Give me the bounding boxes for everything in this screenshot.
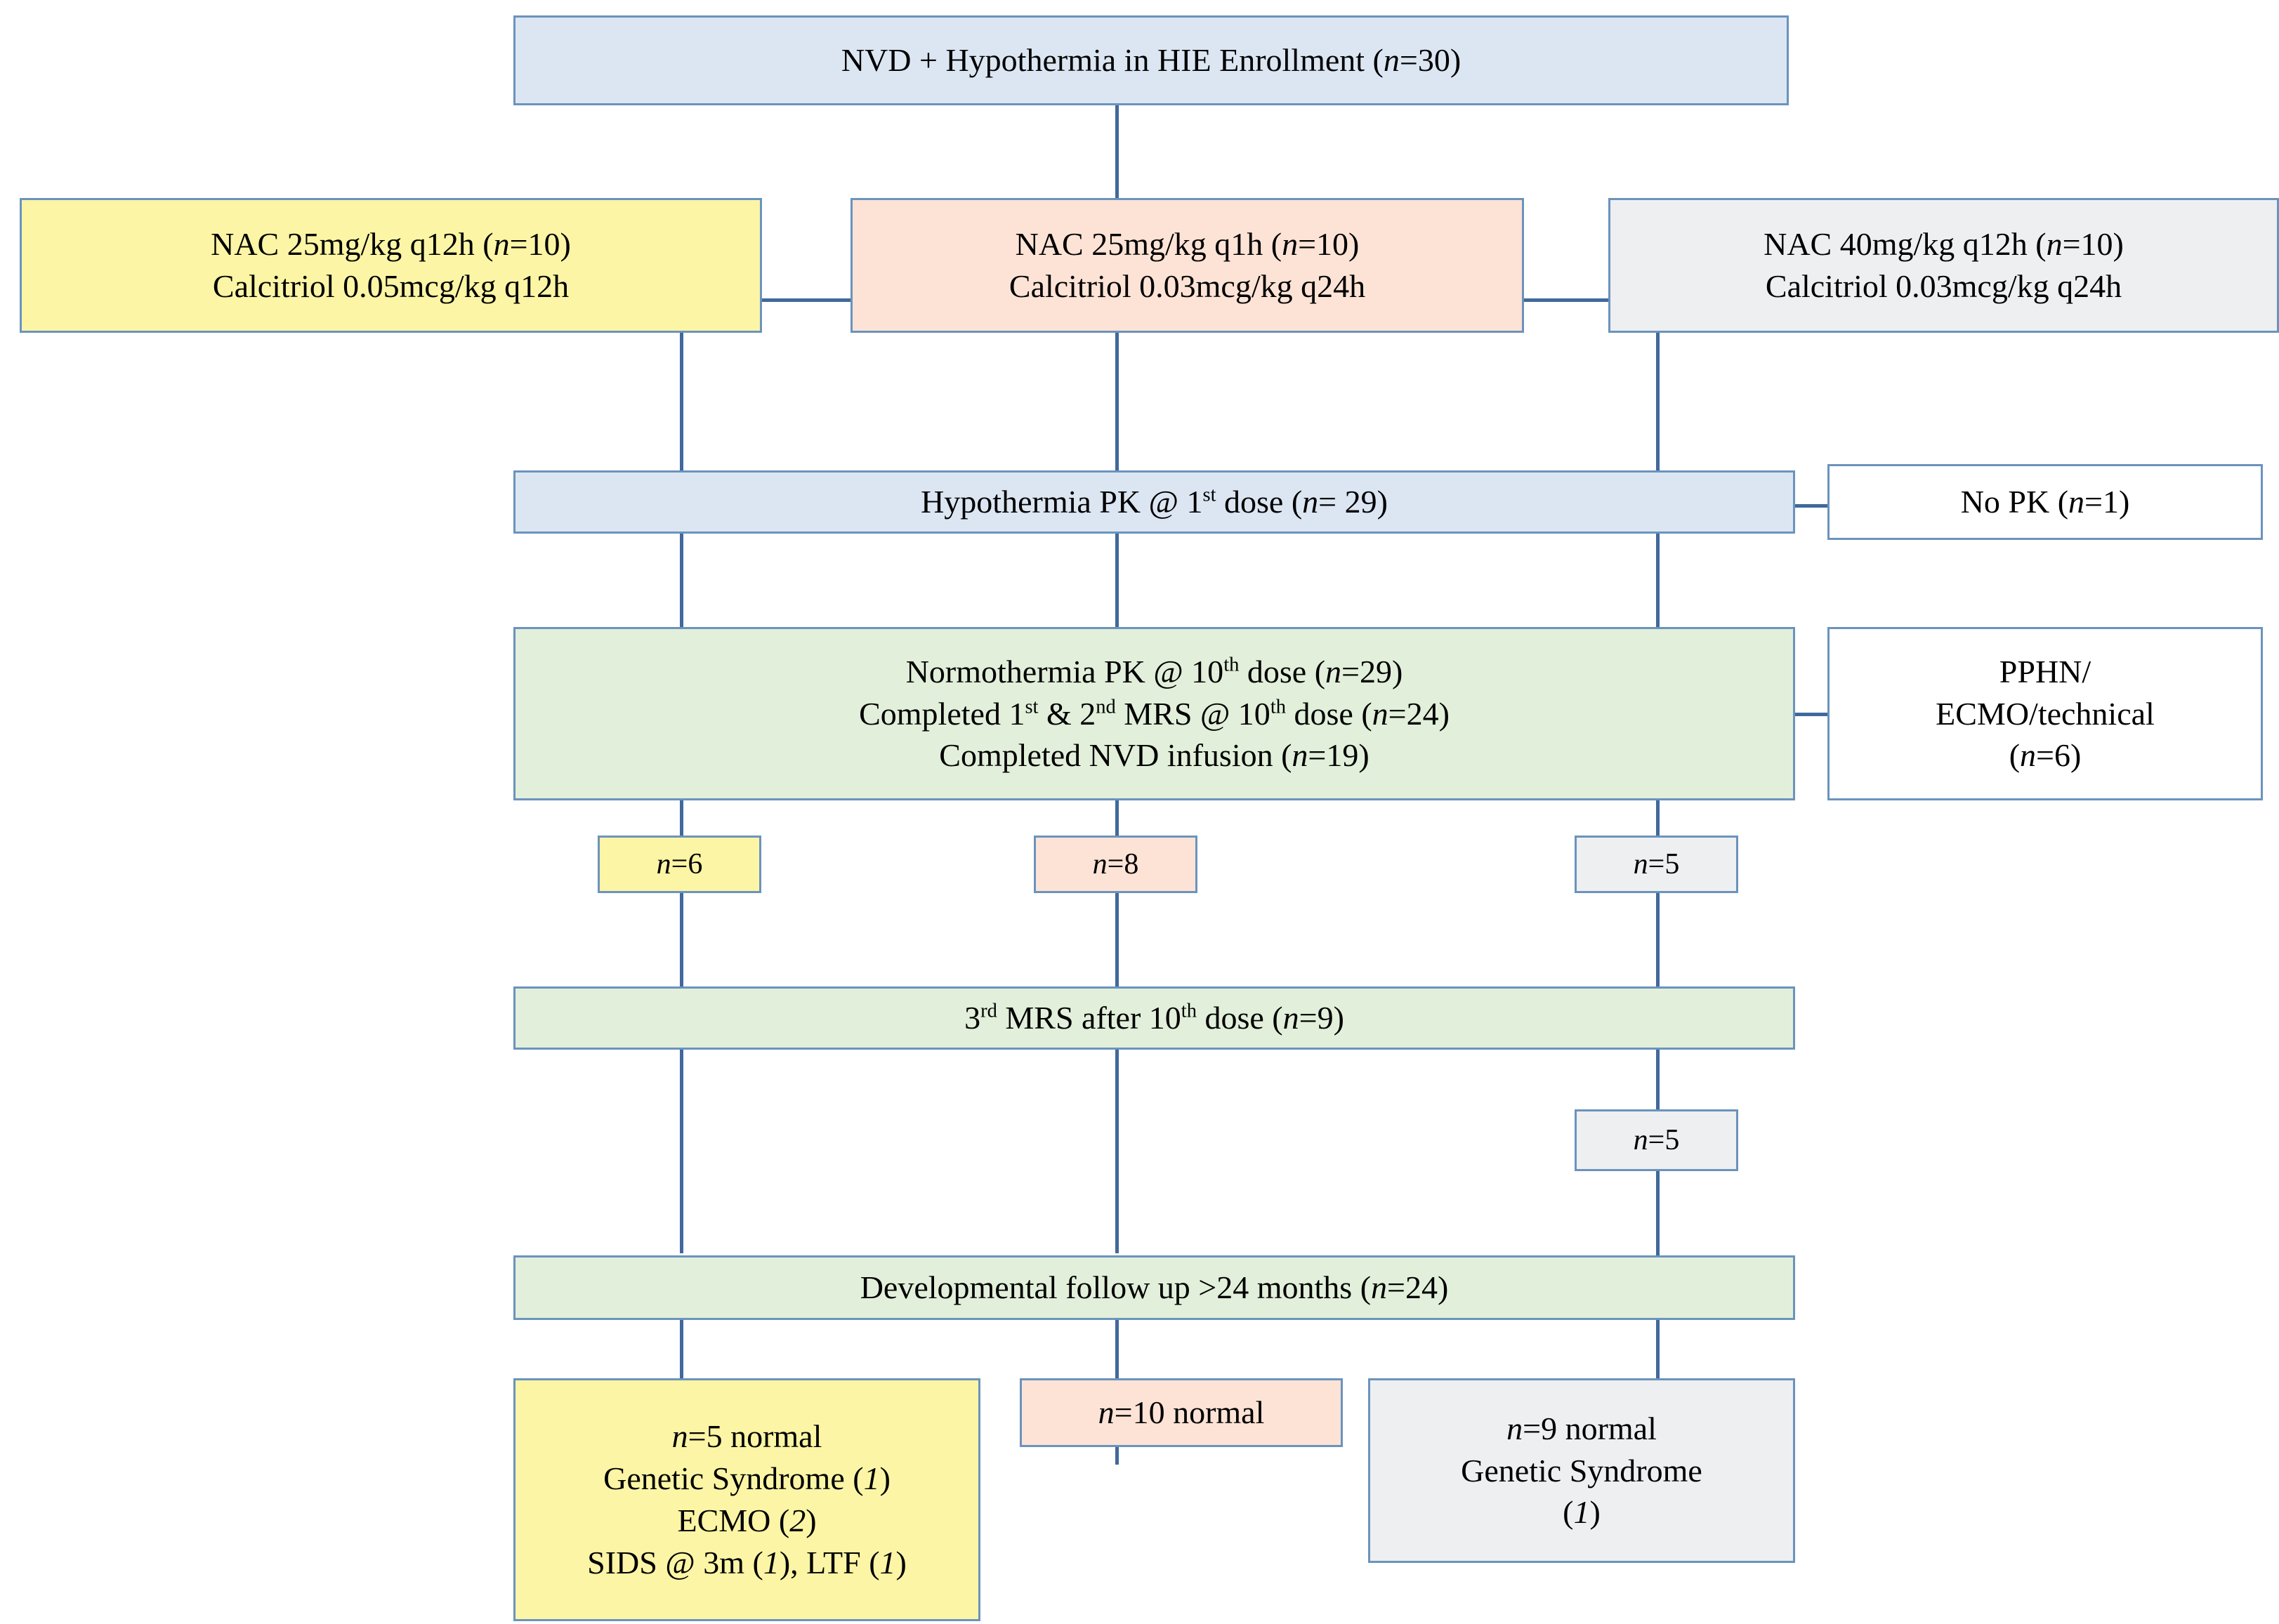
node-no-pk[interactable]: No PK (n=1) [1827,464,2263,540]
connector-yellow-arm-down [680,333,683,470]
node-followup-line1: Developmental follow up >24 months (n=24… [860,1269,1449,1306]
connector-gray-arm-down [1656,333,1660,470]
node-enrollment[interactable]: NVD + Hypothermia in HIE Enrollment (n=3… [513,15,1789,105]
connector-hpk-to-npk-left [680,534,683,627]
node-normothermia-pk[interactable]: Normothermia PK @ 10th dose (n=29) Compl… [513,627,1795,800]
node-outcome-pink-line1: n=10 normal [1098,1394,1265,1431]
node-normothermia-pk-line3: Completed NVD infusion (n=19) [939,737,1370,774]
node-pphn-ecmo[interactable]: PPHN/ ECMO/technical (n=6) [1827,627,2263,800]
connector-hpk-to-npk-center [1115,534,1119,627]
badge-yellow-n6[interactable]: n=6 [598,836,761,893]
node-arm-pink[interactable]: NAC 25mg/kg q1h (n=10) Calcitriol 0.03mc… [850,198,1524,333]
connector-followup-to-outcome-gray [1656,1320,1660,1378]
node-hypothermia-pk-line1: Hypothermia PK @ 1st dose (n= 29) [921,484,1388,520]
node-arm-gray[interactable]: NAC 40mg/kg q12h (n=10) Calcitriol 0.03m… [1608,198,2279,333]
node-enrollment-line1: NVD + Hypothermia in HIE Enrollment (n=3… [841,42,1462,79]
node-arm-yellow-line2: Calcitriol 0.05mcg/kg q12h [212,268,570,304]
node-outcome-gray-line2: Genetic Syndrome [1461,1452,1702,1488]
node-pphn-ecmo-line3: (n=6) [2009,737,2082,774]
node-pphn-ecmo-line2: ECMO/technical [1936,695,2155,732]
node-outcome-yellow-line4: SIDS @ 3m (1), LTF (1) [587,1544,907,1580]
badge-yellow-n6-label: n=6 [656,848,703,880]
node-outcome-yellow-line3: ECMO (2) [677,1503,817,1538]
node-outcome-gray-line1: n=9 normal [1506,1410,1657,1446]
node-outcome-yellow-line2: Genetic Syndrome (1) [603,1460,891,1497]
connector-npk-to-badge-center [1115,800,1119,1109]
connector-mrs3-to-followup-left [680,1050,683,1253]
node-outcome-yellow-line1: nn=5 normal=5 normal [671,1418,822,1455]
badge-gray-n5-lower-label: n=5 [1633,1124,1680,1156]
connector-npk-to-badge-left [680,800,683,1109]
connector-pink-arm-down [1115,333,1119,470]
badge-gray-n5-upper-label: n=5 [1633,848,1680,880]
node-arm-gray-line1: NAC 40mg/kg q12h (n=10) [1764,226,2124,263]
node-arm-pink-line1: NAC 25mg/kg q1h (n=10) [1015,226,1360,263]
badge-pink-n8[interactable]: n=8 [1034,836,1197,893]
node-mrs3-line1: 3rd MRS after 10th dose (n=9) [964,1000,1344,1036]
node-outcome-yellow[interactable]: nn=5 normal=5 normal Genetic Syndrome (1… [513,1378,980,1621]
node-followup[interactable]: Developmental follow up >24 months (n=24… [513,1255,1795,1320]
node-mrs3[interactable]: 3rd MRS after 10th dose (n=9) [513,986,1795,1050]
badge-gray-n5-upper[interactable]: n=5 [1575,836,1738,893]
node-outcome-pink[interactable]: n=10 normal [1020,1378,1343,1447]
node-no-pk-line1: No PK (n=1) [1960,484,2130,520]
node-arm-yellow-line1: NAC 25mg/kg q12h (n=10) [211,226,571,263]
node-hypothermia-pk[interactable]: Hypothermia PK @ 1st dose (n= 29) [513,470,1795,534]
connector-npk-to-pphn [1795,713,1827,716]
connector-mrs3-to-followup-center [1115,1050,1119,1253]
connector-pink-to-gray [1524,298,1608,302]
node-arm-pink-line2: Calcitriol 0.03mcg/kg q24h [1009,268,1366,304]
node-normothermia-pk-line2: Completed 1st & 2nd MRS @ 10th dose (n=2… [859,695,1450,732]
node-arm-gray-line2: Calcitriol 0.03mcg/kg q24h [1765,268,2122,304]
connector-gray-badge-to-followup [1656,1171,1660,1255]
connector-hpk-to-nopk [1795,504,1827,508]
node-normothermia-pk-line1: Normothermia PK @ 10th dose (n=29) [905,653,1403,689]
connector-hpk-to-npk-right [1656,534,1660,627]
node-arm-yellow[interactable]: NAC 25mg/kg q12h (n=10) Calcitriol 0.05m… [20,198,762,333]
badge-pink-n8-label: n=8 [1092,848,1139,880]
connector-outcome-pink-stub [1115,1446,1119,1465]
connector-npk-to-badge-right [1656,800,1660,1004]
connector-followup-to-outcome-yellow [680,1320,683,1378]
connector-right-to-gray-badge [1656,1004,1660,1109]
connector-yellow-to-pink [762,298,850,302]
node-outcome-gray[interactable]: n=9 normal Genetic Syndrome (1) [1368,1378,1795,1563]
node-outcome-gray-line3: (1) [1563,1494,1601,1531]
node-pphn-ecmo-line1: PPHN/ [1999,653,2091,689]
connector-followup-to-outcome-pink [1115,1320,1119,1378]
badge-gray-n5-lower[interactable]: n=5 [1575,1109,1738,1171]
connector-enrollment-to-arms [1115,105,1119,198]
